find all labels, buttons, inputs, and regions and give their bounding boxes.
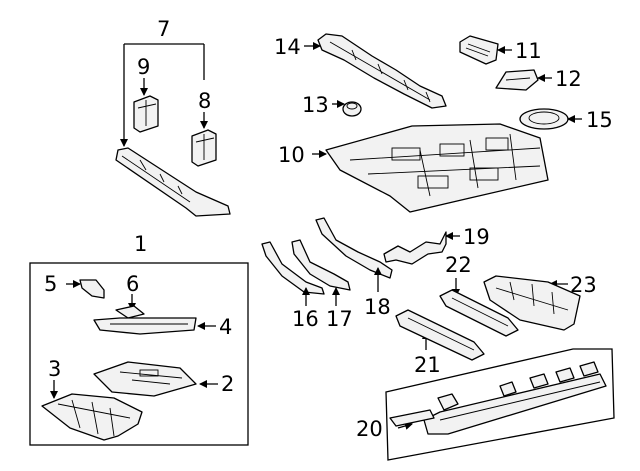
part-15-plug (519, 108, 569, 130)
part-20-rocker-panel (423, 373, 607, 435)
group-20-frame (385, 348, 615, 461)
callout-4: 4 (219, 315, 232, 339)
leader-20 (397, 422, 413, 430)
part-12-bracket (495, 69, 539, 91)
part-6-bracket (115, 305, 145, 319)
callout-19: 19 (463, 225, 490, 249)
part-7-rail (115, 147, 231, 217)
callout-16: 16 (292, 307, 319, 331)
part-14-crossmember (317, 33, 447, 109)
callout-21: 21 (414, 353, 441, 377)
callout-13: 13 (302, 93, 329, 117)
callout-6: 6 (126, 272, 139, 296)
callout-3: 3 (48, 357, 61, 381)
part-9-bracket (133, 95, 159, 133)
part-11-insulator (459, 35, 499, 65)
part-23-crossmember (483, 275, 581, 331)
part-2-floor-panel (93, 361, 197, 397)
part-10-floor-pan (325, 123, 549, 213)
group-1-frame (29, 262, 249, 446)
callout-18: 18 (364, 295, 391, 319)
callout-7: 7 (157, 17, 170, 41)
callout-15: 15 (586, 108, 613, 132)
part-19-brace (383, 231, 447, 265)
callout-14: 14 (274, 35, 301, 59)
callout-17: 17 (326, 307, 353, 331)
part-13-grommet (342, 101, 362, 117)
part-17-reinforcement (291, 239, 351, 291)
part-20-brackets (389, 361, 599, 427)
part-16-reinforcement (261, 241, 325, 295)
callout-11: 11 (515, 39, 542, 63)
callout-12: 12 (555, 67, 582, 91)
callout-8: 8 (198, 89, 211, 113)
callout-9: 9 (137, 55, 150, 79)
callout-10: 10 (278, 143, 305, 167)
callout-22: 22 (445, 253, 472, 277)
callout-2: 2 (221, 372, 234, 396)
part-21-crossmember (395, 309, 485, 361)
callout-23: 23 (570, 273, 597, 297)
callout-20: 20 (356, 417, 383, 441)
part-22-crossmember (439, 289, 519, 337)
callout-5: 5 (44, 272, 57, 296)
part-8-bracket (191, 129, 217, 167)
part-5-bracket (79, 279, 105, 299)
part-18-reinforcement (315, 217, 393, 279)
callout-1: 1 (134, 232, 147, 256)
part-4-panel (93, 317, 197, 335)
part-3-floor-section (41, 393, 143, 441)
